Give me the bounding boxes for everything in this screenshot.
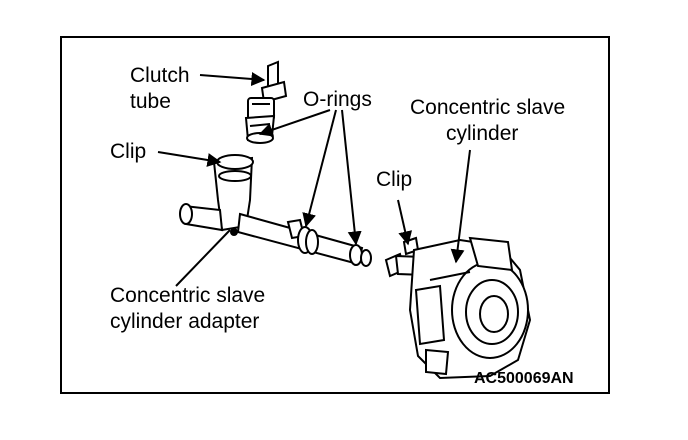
- leader-slave-cylinder: [450, 149, 471, 264]
- label-clutch-tube-2: tube: [130, 90, 171, 113]
- leader-clip-left: [157, 151, 222, 167]
- label-o-rings: O-rings: [303, 88, 372, 111]
- slave-cylinder-part: [394, 236, 532, 380]
- figure-code: AC500069AN: [474, 370, 574, 387]
- leader-adapter: [175, 229, 231, 287]
- label-clip-left: Clip: [110, 140, 147, 163]
- label-slave-cylinder-1: Concentric slave: [410, 96, 566, 119]
- label-adapter-2: cylinder adapter: [110, 310, 260, 333]
- label-adapter-1: Concentric slave: [110, 284, 266, 307]
- leader-clip-right: [397, 199, 413, 246]
- leader-o-ring-3: [341, 109, 362, 246]
- leader-clutch-tube: [199, 72, 266, 86]
- label-slave-cylinder-2: cylinder: [446, 122, 519, 145]
- label-clip-right: Clip: [376, 168, 413, 191]
- adapter-part: [179, 154, 372, 267]
- clutch-tube-part: [244, 60, 288, 144]
- leader-o-ring-2: [302, 109, 337, 228]
- diagram-frame: [60, 36, 610, 394]
- label-clutch-tube-1: Clutch: [130, 64, 190, 87]
- leader-o-ring-1: [258, 109, 331, 137]
